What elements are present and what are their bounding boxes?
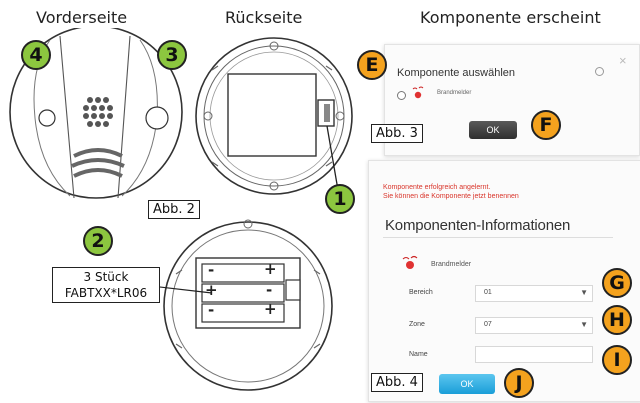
marker-f: F [531, 110, 561, 140]
bereich-value: 01 [484, 289, 492, 296]
dialog4-ok-button[interactable]: OK [439, 374, 495, 394]
component-radio[interactable] [397, 91, 406, 100]
dialog3-ok-button[interactable]: OK [469, 121, 517, 139]
smoke-detector-icon [412, 86, 424, 99]
cell1-left-sign: - [208, 261, 215, 279]
zone-select[interactable]: 07 ▼ [475, 317, 593, 334]
dialog-component-info: Komponente erfolgreich angelernt. Sie kö… [368, 160, 640, 402]
marker-g: G [602, 268, 632, 298]
dialog3-title: Komponente auswählen [397, 67, 516, 79]
title-back: Rückseite [225, 8, 303, 27]
success-line2: Sie können die Komponente jetzt benennen [383, 193, 519, 200]
dialog-select-component: Komponente auswählen × Brandmelder OK [384, 44, 640, 156]
marker-h: H [602, 305, 632, 335]
marker-1: 1 [325, 184, 355, 214]
cell2-right-sign: - [266, 281, 273, 299]
zone-value: 07 [484, 321, 492, 328]
title-component: Komponente erscheint [420, 8, 601, 27]
success-line1: Komponente erfolgreich angelernt. [383, 184, 491, 191]
heading-divider [383, 237, 613, 238]
battery-note-line1: 3 Stück [83, 270, 129, 284]
dialog3-item-label: Brandmelder [437, 90, 472, 96]
cell1-right-sign: + [264, 260, 277, 278]
marker-4: 4 [21, 40, 51, 70]
cell2-left-sign: + [205, 281, 218, 299]
close-icon[interactable]: × [619, 53, 627, 68]
device-name: Brandmelder [431, 261, 472, 268]
battery-note-line2: FABTXX*LR06 [64, 286, 148, 300]
marker-3: 3 [157, 40, 187, 70]
marker-i: I [602, 345, 632, 375]
cell3-right-sign: + [264, 300, 277, 318]
marker-2: 2 [83, 226, 113, 256]
name-input[interactable] [475, 346, 593, 363]
marker-e: E [357, 50, 387, 80]
battery-note: 3 Stück FABTXX*LR06 [52, 267, 160, 303]
success-message: Komponente erfolgreich angelernt. Sie kö… [383, 183, 519, 201]
figure-label-abb2: Abb. 2 [148, 200, 200, 219]
front-view-drawing [9, 28, 183, 199]
bereich-select[interactable]: 01 ▼ [475, 285, 593, 302]
info-heading: Komponenten-Informationen [385, 217, 571, 234]
bereich-label: Bereich [409, 289, 433, 296]
name-label: Name [409, 351, 428, 358]
battery-view-drawing [156, 219, 333, 391]
figure-label-abb3: Abb. 3 [371, 124, 423, 143]
chevron-down-icon: ▼ [580, 320, 588, 329]
chevron-down-icon: ▼ [580, 288, 588, 297]
cell3-left-sign: - [208, 301, 215, 319]
zone-label: Zone [409, 321, 425, 328]
figure-label-abb4: Abb. 4 [371, 373, 423, 392]
minimize-icon[interactable] [595, 67, 604, 76]
marker-j: J [504, 368, 534, 398]
title-front: Vorderseite [36, 8, 128, 27]
smoke-detector-icon [402, 255, 418, 269]
back-view-drawing [195, 37, 353, 195]
